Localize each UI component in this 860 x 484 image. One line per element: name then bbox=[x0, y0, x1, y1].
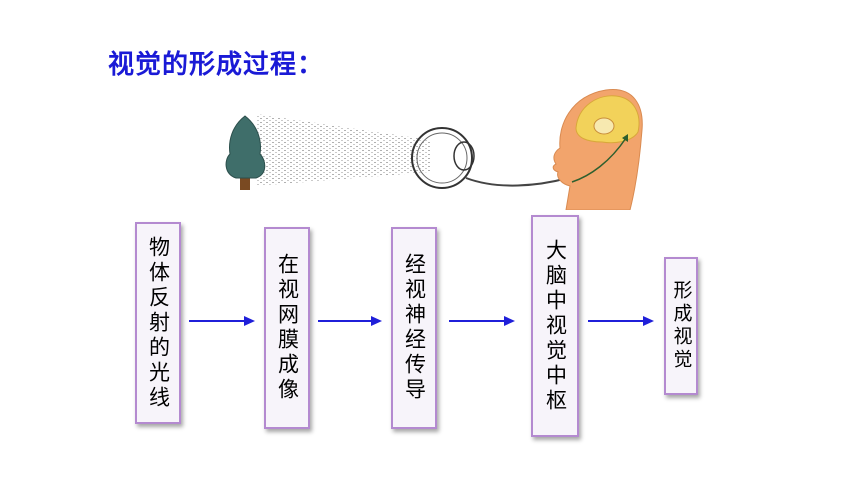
tree-icon bbox=[225, 115, 266, 190]
arrow-4 bbox=[588, 316, 654, 326]
step-box-retina: 在视网膜成像 bbox=[264, 227, 310, 429]
light-beam bbox=[256, 114, 430, 186]
arrow-3 bbox=[449, 316, 515, 326]
vision-illustration bbox=[225, 89, 643, 210]
arrow-1 bbox=[189, 316, 255, 326]
head-brain-icon bbox=[552, 89, 643, 210]
step-box-optic-nerve: 经视神经传导 bbox=[391, 227, 437, 429]
step-box-vision: 形成视觉 bbox=[664, 257, 698, 395]
step-box-visual-center: 大脑中视觉中枢 bbox=[531, 215, 579, 437]
page-title: 视觉的形成过程： bbox=[108, 50, 325, 80]
arrow-2 bbox=[318, 316, 382, 326]
eye-icon bbox=[411, 127, 475, 189]
step-box-light: 物体反射的光线 bbox=[135, 222, 181, 424]
optic-nerve bbox=[465, 177, 569, 187]
